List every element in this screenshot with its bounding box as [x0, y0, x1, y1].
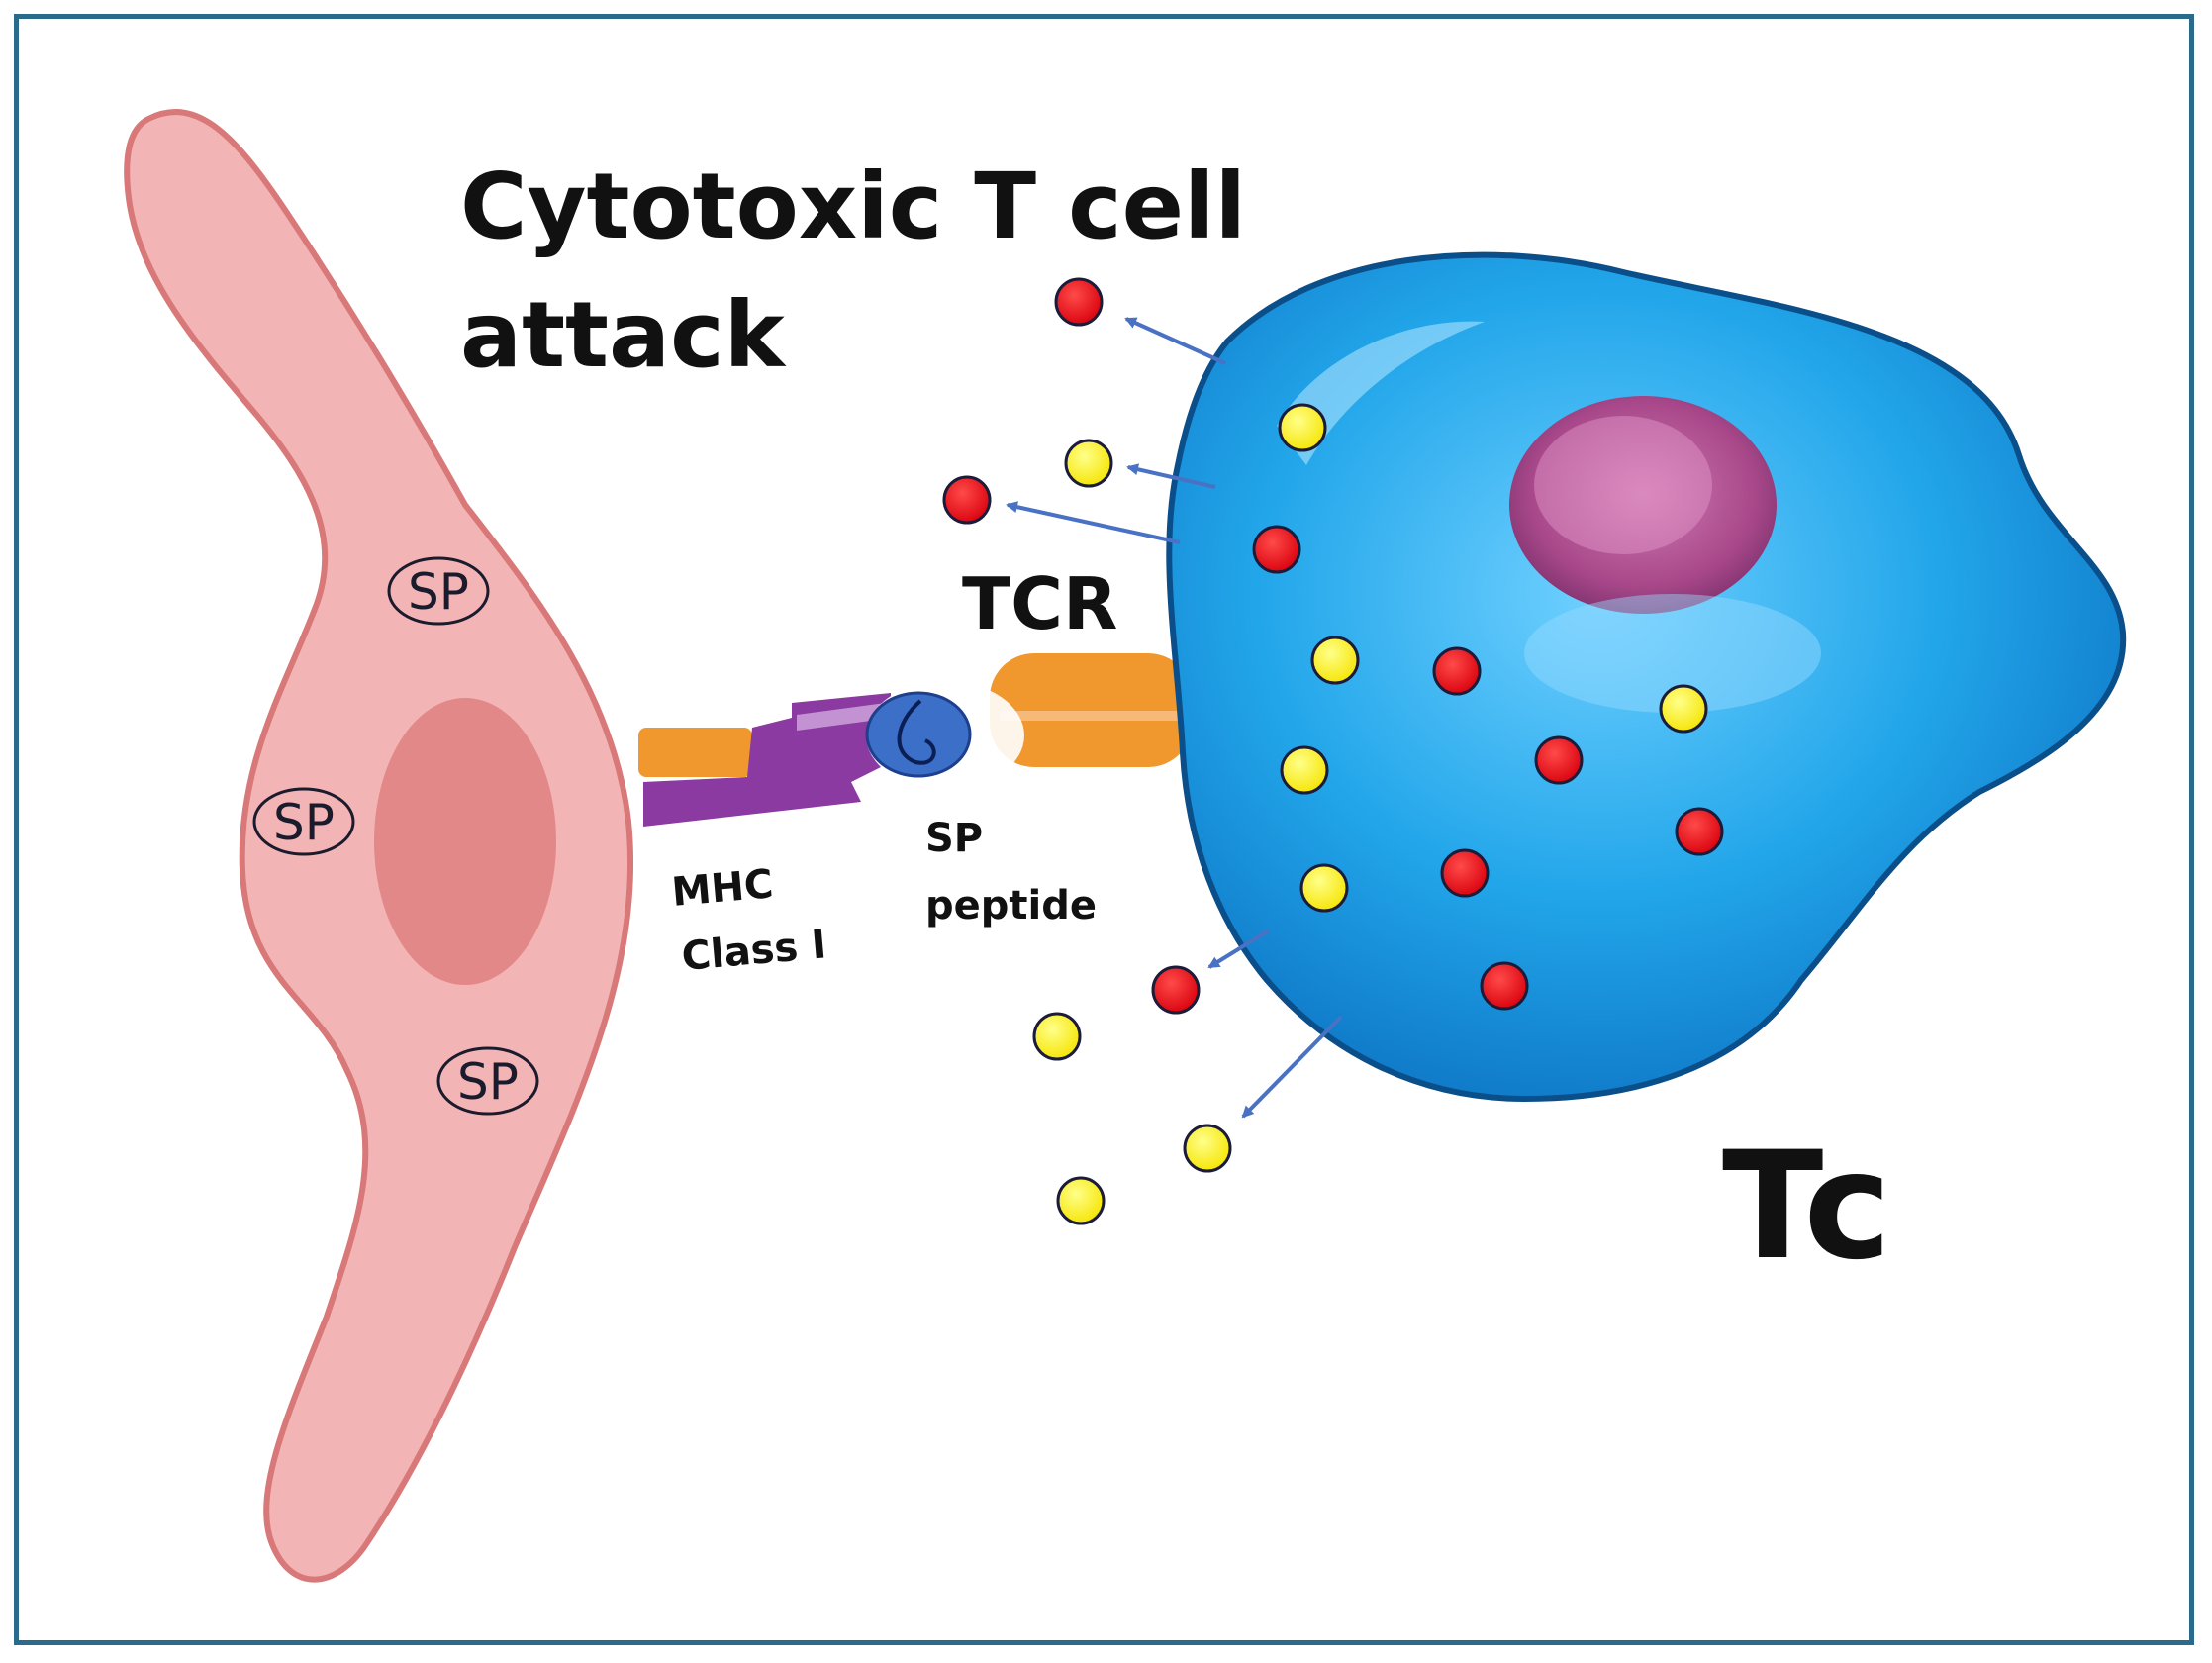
sp-marker: SP [252, 787, 355, 856]
sp-peptide-icon [865, 691, 972, 778]
tcr-receptor [990, 653, 1193, 767]
release-arrow-icon [1241, 1015, 1343, 1119]
peptide-strand-icon [897, 699, 936, 765]
receptor-complex [638, 653, 1193, 827]
released-granules [942, 277, 1232, 1225]
cytotoxic-t-cell [1166, 251, 2127, 1103]
sp-marker: SP [387, 556, 490, 626]
yellow-granule-icon [1056, 1176, 1106, 1225]
yellow-granule-icon [1064, 439, 1113, 488]
sp-marker: SP [436, 1046, 539, 1116]
red-granule-icon [1440, 848, 1490, 898]
red-granule-icon [1534, 735, 1584, 785]
tcr-receptor-band [1000, 711, 1188, 721]
release-arrows [1006, 317, 1343, 1119]
red-granule-icon [1432, 646, 1482, 696]
red-granule-icon [1480, 961, 1529, 1011]
yellow-granule-icon [1299, 863, 1349, 913]
sp-peptide-label-line2: peptide [925, 883, 1097, 929]
mhc-light-band [797, 703, 886, 731]
tc-label: Tc [1722, 1121, 1891, 1293]
tc-cell-sheen [1277, 321, 1485, 465]
diagram-title-line1: Cytotoxic T cell [460, 153, 1246, 259]
yellow-granule-icon [1032, 1012, 1082, 1061]
mhc-label-line2: Class I [680, 922, 828, 980]
yellow-granule-icon [1278, 403, 1327, 452]
yellow-granule-icon [1183, 1124, 1232, 1173]
tc-nucleus [1509, 396, 1777, 614]
red-granule-icon [1675, 807, 1724, 856]
tc-nucleus-highlight [1534, 416, 1712, 554]
release-arrow-icon [1207, 929, 1271, 969]
sp-marker-label: SP [457, 1053, 519, 1111]
tc-cytoplasm-highlight [1524, 594, 1821, 713]
sp-peptide-label-line1: SP [925, 816, 983, 861]
tcr-label: TCR [962, 562, 1117, 645]
mhc-class-i [643, 693, 891, 827]
mhc-base-orange [638, 728, 752, 777]
mhc-label-line1: MHC [670, 861, 775, 916]
diagram-title-line2: attack [460, 282, 787, 388]
release-arrow-icon [1126, 463, 1216, 489]
red-granule-icon [1252, 525, 1301, 574]
release-arrow-icon [1124, 317, 1226, 365]
internal-granules [1252, 403, 1724, 1011]
yellow-granule-icon [1310, 636, 1360, 685]
red-granule-icon [942, 475, 992, 525]
release-arrow-icon [1006, 501, 1181, 544]
red-granule-icon [1054, 277, 1104, 327]
target-cell-nucleus [374, 698, 556, 985]
sp-marker-label: SP [273, 794, 335, 851]
red-granule-icon [1151, 965, 1201, 1015]
sp-marker-label: SP [408, 563, 469, 621]
tc-cell-body [1166, 251, 2127, 1103]
target-cell: SP SP SP [124, 109, 634, 1583]
yellow-granule-icon [1280, 745, 1329, 795]
yellow-granule-icon [1659, 684, 1708, 734]
